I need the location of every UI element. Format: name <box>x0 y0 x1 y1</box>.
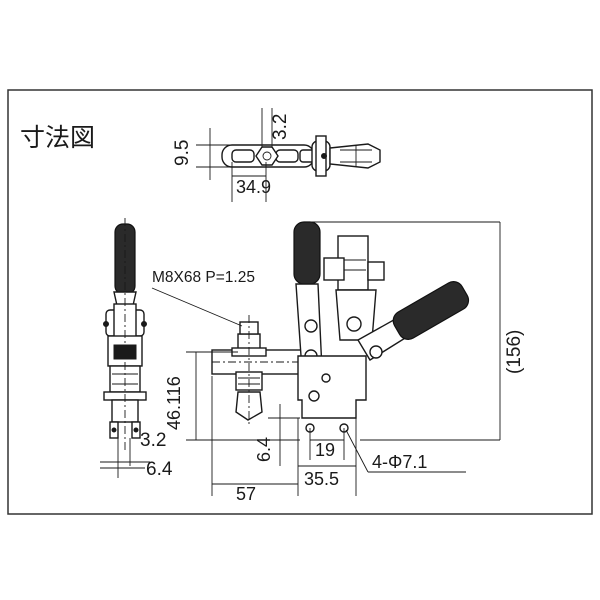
side-view: 3.2 6.4 <box>100 218 173 480</box>
dim-top-width: 34.9 <box>236 177 271 197</box>
dim-side-width: 6.4 <box>146 459 173 480</box>
dim-base-length: 35.5 <box>304 469 339 489</box>
dim-spindle-height: 46.116 <box>164 376 184 430</box>
drawing-title: 寸法図 <box>20 124 95 152</box>
dim-thread: M8X68 P=1.25 <box>152 269 255 286</box>
dim-side-thickness: 3.2 <box>140 430 166 451</box>
top-view: 9.5 3.2 34.9 <box>172 108 381 202</box>
drawing-frame <box>7 89 593 515</box>
dim-base-offset: 6.4 <box>254 437 274 462</box>
dim-top-thickness: 3.2 <box>270 114 291 140</box>
dim-reach: 57 <box>236 484 256 504</box>
dim-hole-pitch: 19 <box>315 440 335 460</box>
dim-overall-height: (156) <box>504 330 525 374</box>
dim-holes: 4-Φ7.1 <box>372 452 427 472</box>
front-view: M8X68 P=1.25 46.116 6.4 19 35.5 57 4-Φ7.… <box>151 221 525 504</box>
dim-top-height: 9.5 <box>172 140 193 166</box>
handle-grip-icon <box>293 221 321 285</box>
